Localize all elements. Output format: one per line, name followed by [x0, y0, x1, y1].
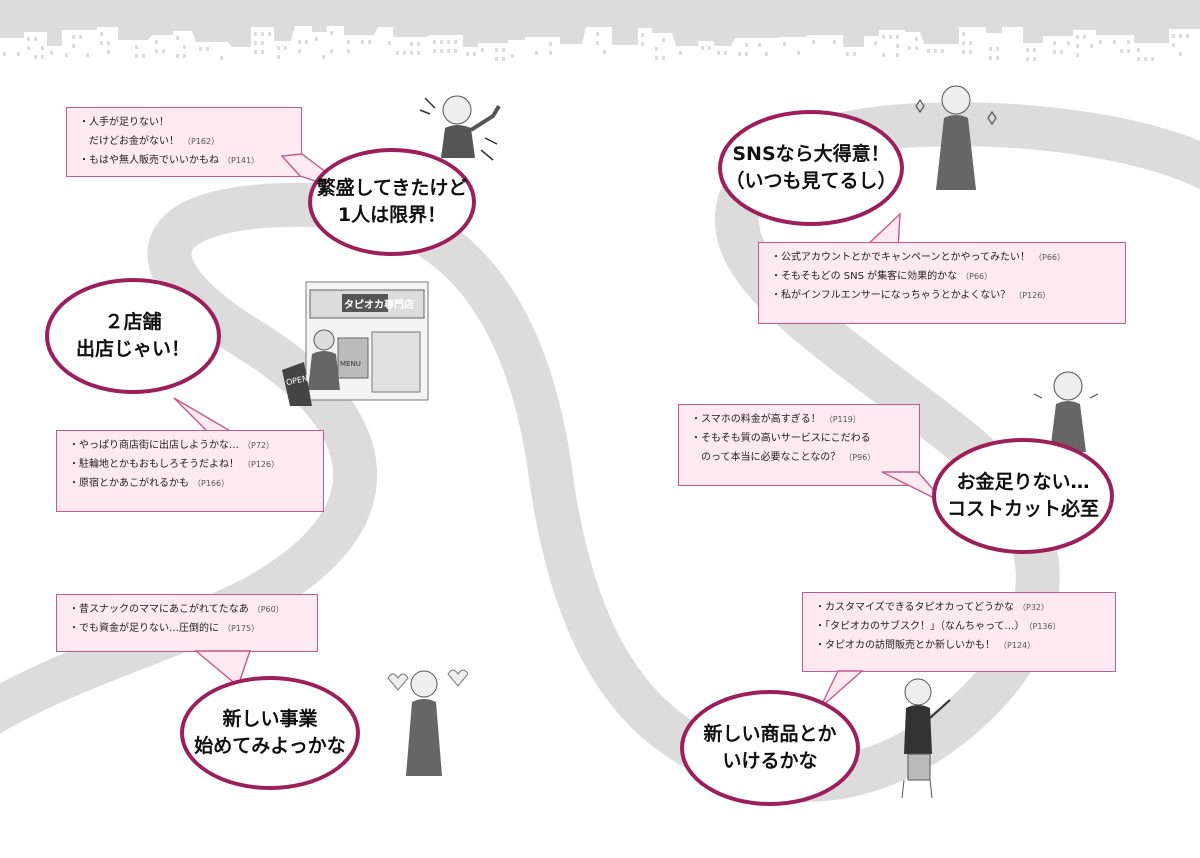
menu-board-text: MENU — [340, 360, 361, 368]
woman-waving-illustration — [419, 95, 501, 161]
speech-bubble-new-business: 新しい事業 始めてみよっかな — [180, 676, 360, 790]
bubble-line: 新しい商品とか — [703, 723, 837, 745]
speech-bubble-cost-cut: お金足りない… コストカット必至 — [932, 438, 1114, 554]
woman-presenting-illustration — [901, 678, 951, 799]
bubble-line: いけるかな — [722, 750, 818, 772]
bubble-line: 始めてみよっかな — [194, 735, 346, 757]
note-line: ・スマホの料金が高すぎる！（P119） — [691, 414, 861, 425]
bubble-line: 1人は限界！ — [337, 204, 447, 226]
note-line: ・そもそもどの SNS が集客に効果的かな（P66） — [771, 271, 993, 282]
note-line: ・カスタマイズできるタピオカってどうかな（P32） — [815, 602, 1050, 613]
note-line: ・やっぱり商店街に出店しようかな…（P72） — [69, 440, 275, 451]
tapioca-shop-illustration: タピオカ専門店 MENU OPEN — [282, 278, 432, 408]
woman-worried-illustration — [1033, 371, 1099, 452]
note-tail — [194, 650, 251, 688]
note-staff-shortage: ・人手が足りない！ だけどお金がない！（P162） ・もはや無人販売でいいかもね… — [66, 107, 302, 177]
note-cost-cutting: ・スマホの料金が高すぎる！（P119） ・そもそも質の高いサービスにこだわる の… — [678, 404, 920, 486]
speech-bubble-sns: SNSなら大得意！ （いつも見てるし） — [718, 110, 904, 226]
city-skyline-header — [0, 0, 1200, 70]
note-line: ・もはや無人販売でいいかもね（P141） — [79, 155, 260, 166]
note-line: ・私がインフルエンサーになっちゃうとかよくない？（P126） — [771, 290, 1051, 301]
note-tail — [819, 670, 864, 709]
note-line: ・そもそも質の高いサービスにこだわる — [691, 433, 871, 444]
note-line: ・昔スナックのママにあこがれてたなあ（P60） — [69, 604, 284, 615]
note-sns-ideas: ・公式アカウントとかでキャンペーンとかやってみたい！（P66） ・そもそもどの … — [758, 242, 1126, 324]
note-line: のって本当に必要なことなの？（P96） — [691, 452, 876, 463]
note-line: ・でも資金が足りない…圧倒的に（P175） — [69, 623, 260, 634]
note-line: ・公式アカウントとかでキャンペーンとかやってみたい！（P66） — [771, 252, 1066, 263]
bubble-line: 新しい事業 — [222, 708, 318, 730]
bubble-line: （いつも見てるし） — [725, 170, 897, 192]
note-new-business: ・昔スナックのママにあこがれてたなあ（P60） ・でも資金が足りない…圧倒的に（… — [56, 594, 318, 652]
note-line: ・人手が足りない！ — [79, 117, 169, 128]
bubble-line: SNSなら大得意！ — [732, 143, 890, 165]
note-store-location: ・やっぱり商店街に出店しようかな…（P72） ・駐輪地とかもおもしろそうだよね！… — [56, 430, 324, 512]
note-line: ・駐輪地とかもおもしろそうだよね！（P126） — [69, 459, 280, 470]
woman-confident-illustration — [915, 85, 997, 190]
shop-sign-text: タピオカ専門店 — [344, 300, 414, 311]
note-line: ・「タピオカのサブスク！」（なんちゃって…）（P136） — [815, 621, 1061, 632]
note-line: ・タピオカの訪問販売とか新しいかも！（P124） — [815, 640, 1036, 651]
note-new-products: ・カスタマイズできるタピオカってどうかな（P32） ・「タピオカのサブスク！」（… — [802, 592, 1116, 672]
note-line: だけどお金がない！（P162） — [79, 136, 220, 147]
note-line: ・原宿とかあこがれるかも（P166） — [69, 478, 230, 489]
bubble-line: コストカット必至 — [946, 498, 1099, 520]
bubble-line: お金足りない… — [956, 471, 1090, 493]
speech-bubble-busy: 繁盛してきたけど 1人は限界！ — [308, 148, 476, 256]
woman-dreaming-illustration — [387, 669, 468, 776]
speech-bubble-second-store: ２店舗 出店じゃい！ — [45, 278, 221, 394]
bubble-line: 出店じゃい！ — [75, 338, 190, 360]
bubble-line: ２店舗 — [104, 311, 162, 333]
speech-bubble-new-products: 新しい商品とか いけるかな — [680, 690, 860, 806]
bubble-line: 繁盛してきたけど — [316, 177, 468, 199]
